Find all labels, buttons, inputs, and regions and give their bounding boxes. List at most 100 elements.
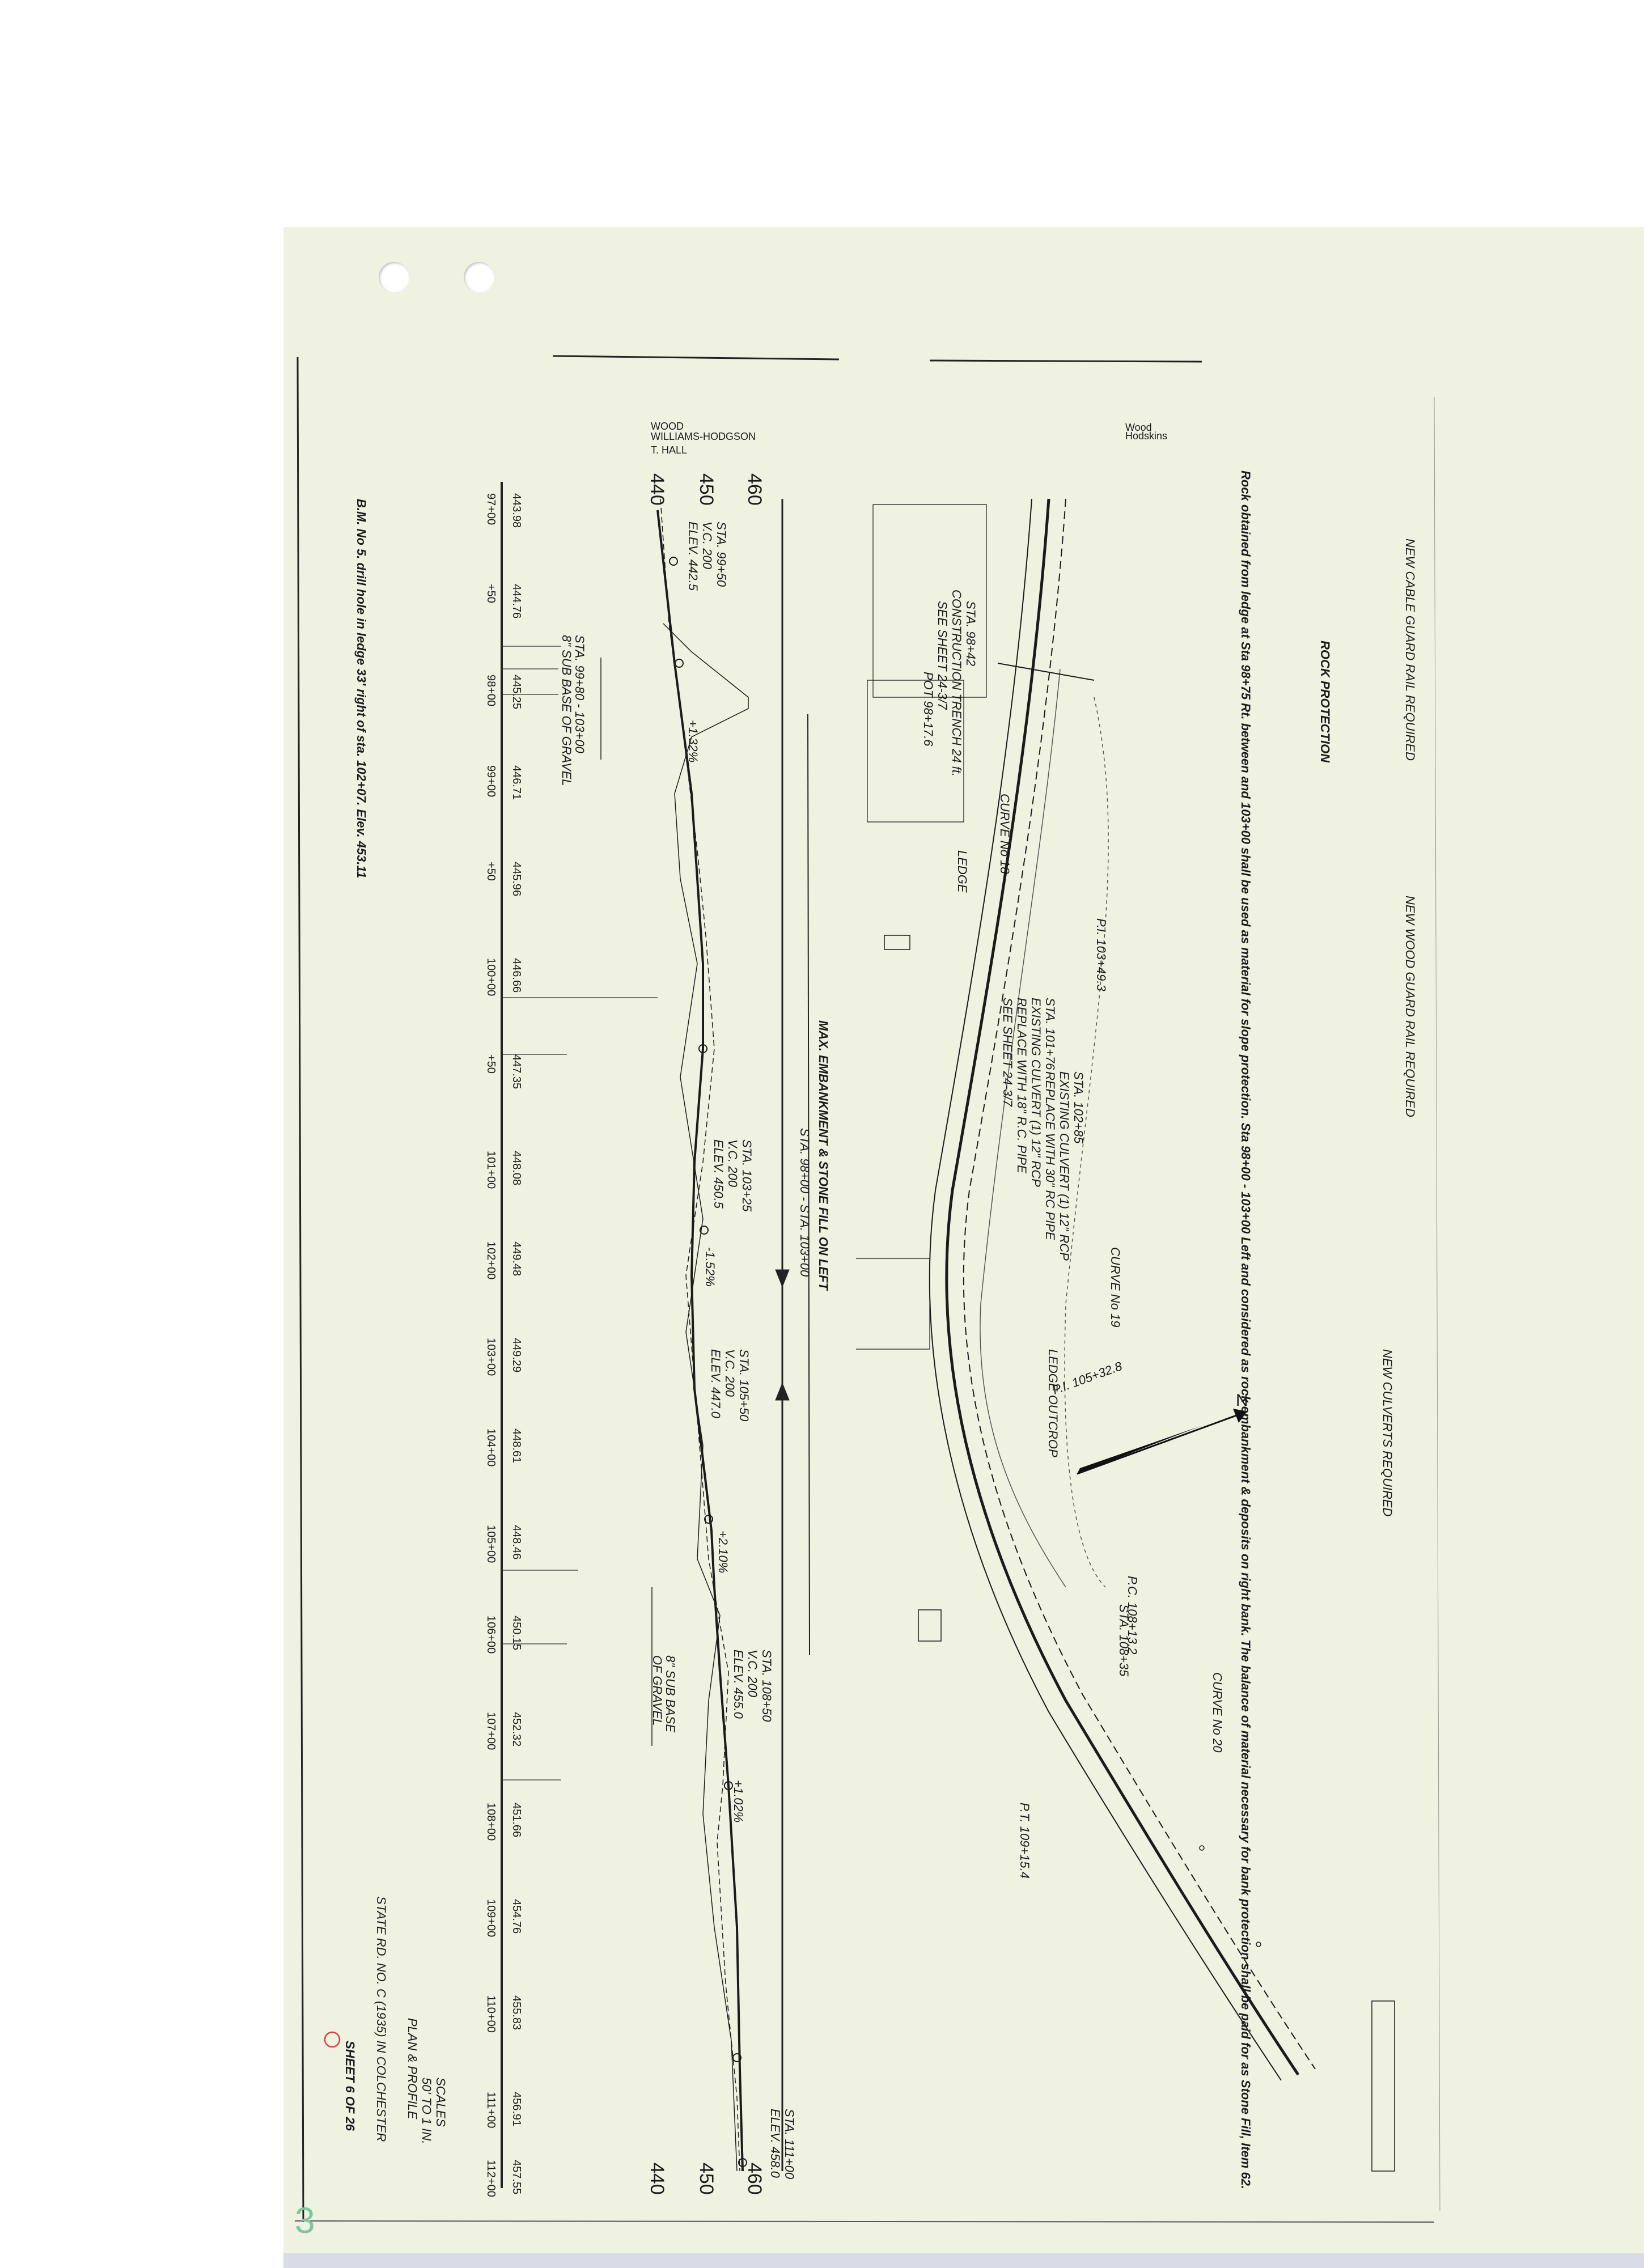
label-existing-culvert-1: EXISTING CULVERT (1) 12" RCP [1029, 998, 1043, 1187]
vc-4-sta: STA. 108+50 [760, 1650, 774, 1722]
station-elev: 448.08 [510, 1151, 523, 1185]
station-sta: 100+00 [485, 958, 497, 996]
vc-1-length: V.C. 200 [700, 522, 714, 570]
elevation-scale: 460 450 440 460 450 440 [646, 473, 765, 2195]
survey-markers [884, 935, 1395, 2172]
station-elev: 451.66 [510, 1803, 523, 1837]
label-pt-109: P.T. 109+15.4 [1018, 1803, 1032, 1879]
sheet-number-circle [324, 2031, 341, 2048]
station-elev: 455.83 [510, 1995, 523, 2030]
owner-williams: WILLIAMS-HODGSON [651, 431, 756, 442]
label-sta-108-35: STA. 108+35 [1117, 1604, 1131, 1677]
label-see-sheet-b: SEE SHEET 24-3/7 [1001, 998, 1015, 1107]
station-elev: 446.66 [510, 958, 523, 993]
vc-4-elev: ELEV. 455.0 [731, 1650, 745, 1719]
station-sta: 111+00 [485, 2092, 497, 2128]
station-elev: 444.76 [510, 584, 523, 618]
title-sheet-number: SHEET 6 OF 26 [343, 2041, 357, 2131]
elev-460-bottom: 460 [744, 2163, 765, 2195]
elev-440-top: 440 [646, 473, 668, 506]
title-block: STATE RD. NO. C (1935) IN COLCHESTER PLA… [324, 1896, 448, 2144]
label-sta-98-42: STA. 98+42 [964, 601, 978, 666]
grade-3: +2.10% [716, 1531, 730, 1573]
cable-guard-heading: NEW CABLE GUARD RAIL REQUIRED [1403, 539, 1417, 761]
vc-3-elev: ELEV. 447.0 [709, 1349, 723, 1419]
rock-protection-title: ROCK PROTECTION [1318, 641, 1332, 763]
title-scale-value: 50' TO 1 IN. [420, 2078, 434, 2144]
page-number-mark: 3 [295, 2200, 315, 2241]
station-sta: 98+00 [485, 675, 497, 706]
culverts-heading: NEW CULVERTS REQUIRED [1380, 1349, 1395, 1517]
station-elev: 448.46 [510, 1525, 523, 1559]
station-sta: 104+00 [485, 1428, 497, 1466]
label-curve-20: CURVE No 20 [1210, 1672, 1224, 1753]
label-sta-101-76: STA. 101+76 [1043, 998, 1057, 1070]
station-sta: 105+00 [485, 1525, 497, 1563]
station-sta: 106+00 [485, 1616, 497, 1654]
vc-5-sta: STA. 111+00 [782, 2109, 796, 2180]
profile-lines [656, 498, 749, 2172]
owner-wood-right: Wood [1125, 422, 1152, 433]
label-ledge-outcrop: LEDGE OUTCROP [1046, 1349, 1060, 1457]
owner-hall: T. HALL [651, 444, 687, 456]
station-sta: +50 [485, 584, 497, 603]
vc-2-sta: STA. 103+25 [740, 1139, 754, 1212]
grade-1: +1.32% [686, 720, 700, 762]
title-plan-profile: PLAN & PROFILE [405, 2018, 420, 2119]
label-pc-108: P.C. 108+13.2 [1125, 1576, 1139, 1654]
vc-1-elev: ELEV. 442.5 [686, 522, 700, 591]
vc-3-length: V.C. 200 [723, 1349, 737, 1397]
vertical-curve-labels: STA. 99+50 V.C. 200 ELEV. 442.5 STA. 103… [354, 499, 831, 2180]
station-sta: 99+00 [485, 765, 497, 797]
station-labels: 97+00 +50 98+00 99+00 +50 100+00 +50 101… [485, 493, 497, 2197]
embankment-note: MAX. EMBANKMENT & STONE FILL ON LEFT [816, 1020, 831, 1291]
station-sta: 102+00 [485, 1241, 497, 1279]
station-sta: 108+00 [485, 1803, 497, 1841]
owner-labels: WOOD WILLIAMS-HODGSON T. HALL Wood Hodsk… [651, 421, 1167, 456]
label-pi-103: P.I. 103+49.3 [1094, 918, 1108, 991]
embankment-sta: STA. 98+00 - STA. 103+00 [798, 1128, 812, 1277]
sheet-border [294, 355, 1440, 2223]
title-state-road: STATE RD. NO. C (1935) IN COLCHESTER [374, 1896, 388, 2142]
plan-labels: STA. 98+42 CONSTRUCTION TRENCH 24 ft. SE… [921, 590, 1224, 1879]
rock-protection-note: Rock obtained from ledge at Sta 98+75 Rt… [1239, 470, 1253, 2189]
sub-base-2: 8" SUB BASE [663, 1655, 677, 1733]
road-alignment [856, 498, 1316, 2081]
elev-450-bottom: 450 [696, 2163, 717, 2195]
profile-vertices [669, 557, 747, 2167]
owner-hodskins: Hodskins [1125, 430, 1167, 442]
station-elev: 447.35 [510, 1054, 523, 1089]
label-existing-culvert-2: EXISTING CULVERT (1) 12" RCP [1057, 1071, 1071, 1261]
grade-2: -1.52% [703, 1247, 717, 1287]
scanner-bottom-band [283, 2253, 1644, 2268]
station-elev: 445.25 [510, 675, 523, 709]
station-sta: 97+00 [485, 493, 497, 525]
profile-ticks [502, 646, 658, 1781]
station-elev: 452.32 [510, 1712, 523, 1746]
vc-3-sta: STA. 105+50 [737, 1349, 751, 1422]
punch-hole-left [379, 262, 409, 292]
station-elev: 448.61 [510, 1428, 523, 1463]
profile-grid [501, 482, 810, 2188]
label-replace-with: REPLACE WITH 18" R.C. PIPE [1015, 998, 1029, 1173]
drawing-sheet [283, 227, 1644, 2268]
station-sta: +50 [485, 862, 497, 881]
north-label: N [1236, 1391, 1248, 1410]
label-construction-trench: CONSTRUCTION TRENCH 24 ft. [950, 590, 964, 777]
plan-notes: NEW CABLE GUARD RAIL REQUIRED NEW WOOD G… [1239, 470, 1417, 2189]
punch-hole-right [464, 262, 494, 292]
elev-460-top: 460 [744, 473, 765, 506]
station-elev: 443.98 [510, 493, 523, 528]
elev-450-top: 450 [696, 473, 717, 506]
label-see-sheet: SEE SHEET 24-3/7 [935, 601, 950, 710]
bm-note: B.M. No 5. drill hole in ledge 33' right… [354, 499, 368, 878]
station-elev: 457.55 [510, 2160, 523, 2194]
label-curve-18: CURVE No 18 [998, 794, 1012, 874]
sub-base-sta: STA. 99+80 - 103+00 [573, 635, 587, 754]
wood-guard-heading: NEW WOOD GUARD RAIL REQUIRED [1403, 896, 1417, 1117]
elev-440-bottom: 440 [646, 2163, 668, 2195]
label-pot-98: POT 98+17.6 [921, 672, 935, 747]
station-sta: 103+00 [485, 1338, 497, 1376]
label-sta-102-85: STA. 102+85 [1071, 1071, 1086, 1144]
north-arrow: N [1077, 1391, 1248, 1475]
